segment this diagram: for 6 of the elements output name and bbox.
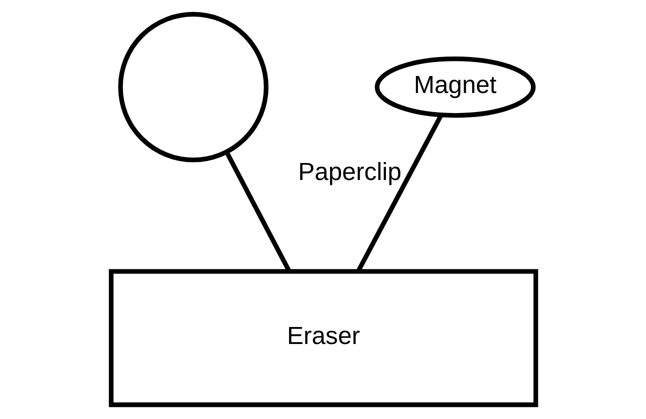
connector bbox=[224, 151, 291, 272]
node-box: Eraser bbox=[108, 269, 538, 408]
node-circle bbox=[118, 12, 268, 162]
edge-label: Paperclip bbox=[298, 158, 401, 186]
connector bbox=[356, 114, 443, 272]
node-ellipse: Magnet bbox=[374, 56, 536, 118]
